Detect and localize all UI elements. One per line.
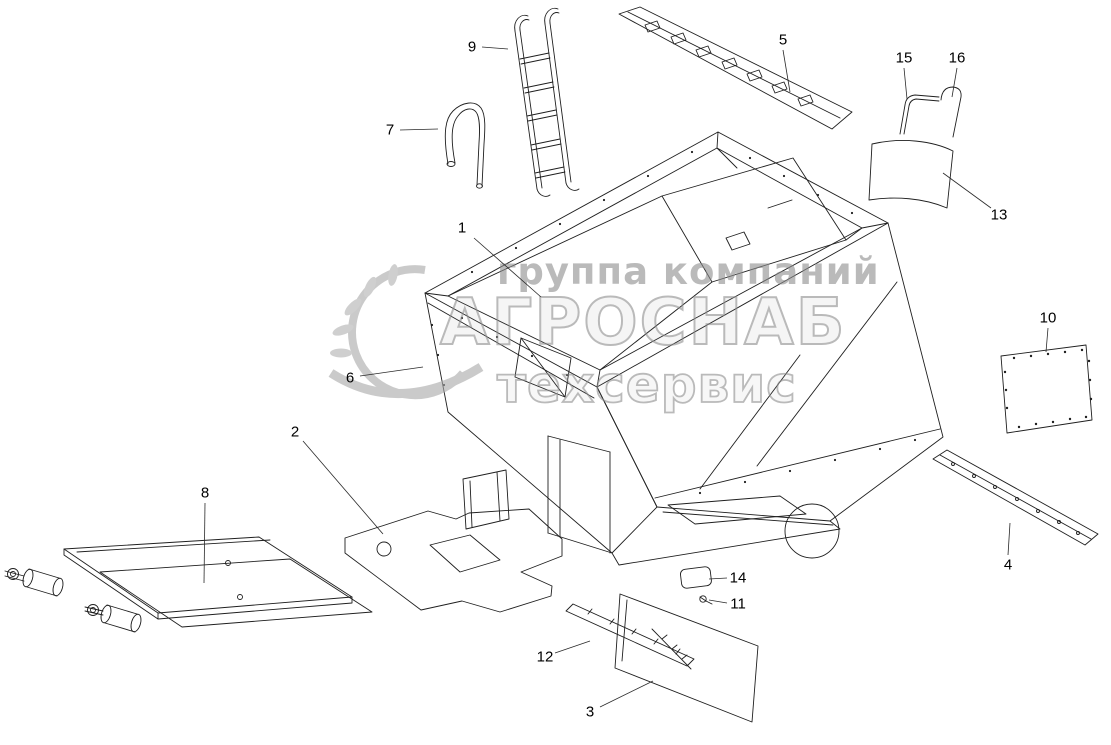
top-channel-drawing [618, 6, 853, 130]
floor-plate-drawing [344, 508, 563, 613]
leader-line-6 [359, 366, 424, 377]
side-panel-rivets [1003, 348, 1093, 429]
callout-number-9: 9 [467, 38, 477, 56]
leader-line-12 [554, 640, 591, 654]
leader-line-10 [1045, 327, 1049, 353]
leader-line-9 [481, 46, 509, 50]
callout-number-2: 2 [290, 423, 300, 441]
leader-line-14 [708, 577, 728, 580]
callout-number-10: 10 [1039, 309, 1057, 327]
callout-number-16: 16 [948, 49, 966, 67]
wire-rod-15-drawing [899, 94, 940, 135]
side-panel-drawing [1000, 344, 1093, 434]
ladder-drawing [514, 7, 580, 197]
conveyor-assembly-drawing [4, 536, 373, 633]
angle-strip-drawing [932, 449, 1099, 546]
hopper-bolt-dots [430, 150, 917, 495]
small-cover-plate-drawing [680, 566, 712, 589]
leader-line-3 [599, 680, 654, 708]
discharge-circle [784, 503, 840, 559]
leader-line-7 [399, 128, 439, 131]
callout-number-8: 8 [200, 484, 210, 502]
bottom-strip-drawing [565, 603, 695, 667]
callout-number-6: 6 [345, 369, 355, 387]
callout-number-12: 12 [536, 648, 554, 666]
leader-line-8 [203, 502, 206, 584]
callout-number-1: 1 [457, 219, 467, 237]
leader-line-16 [951, 67, 958, 98]
callout-number-5: 5 [778, 31, 788, 49]
leader-line-15 [903, 67, 908, 100]
callout-number-4: 4 [1003, 556, 1013, 574]
callout-number-14: 14 [729, 569, 747, 587]
leader-line-11 [708, 599, 728, 604]
leader-line-1 [473, 237, 542, 298]
callout-number-3: 3 [585, 703, 595, 721]
callout-number-11: 11 [730, 595, 746, 613]
grab-handle-drawing [444, 102, 486, 189]
leader-line-5 [782, 49, 791, 93]
callout-number-15: 15 [895, 49, 913, 67]
leader-line-13 [942, 172, 992, 209]
leader-line-4 [1007, 522, 1011, 556]
rear-panel-drawing [868, 140, 954, 209]
leader-line-2 [302, 440, 384, 535]
screw-drawing [699, 595, 713, 605]
callout-number-13: 13 [990, 206, 1008, 224]
wire-rod-16-drawing [940, 86, 962, 138]
front-panel-drawing [614, 593, 759, 723]
callout-number-7: 7 [385, 121, 395, 139]
